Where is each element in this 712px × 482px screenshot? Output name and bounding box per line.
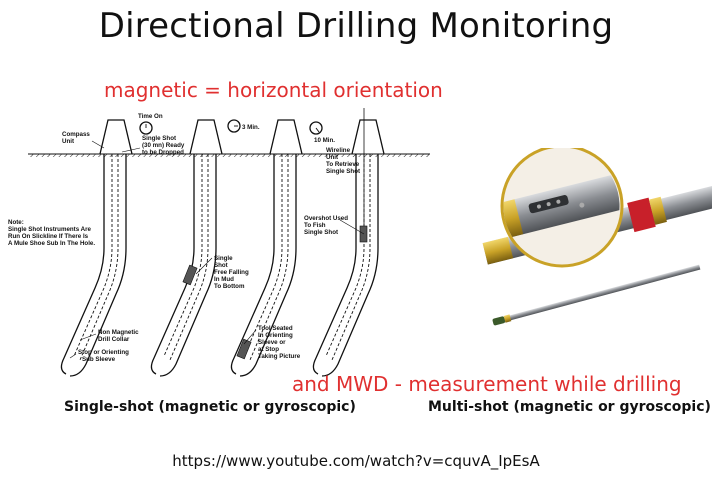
overshot-label-1: Overshot Used bbox=[304, 215, 348, 222]
multi-shot-caption: Multi-shot (magnetic or gyroscopic) bbox=[428, 399, 711, 415]
rig-1 bbox=[99, 119, 133, 155]
free-falling-label-3: Free Falling bbox=[214, 269, 249, 276]
time-on-label: Time On bbox=[138, 113, 163, 120]
compass-unit-label-2: Unit bbox=[62, 138, 74, 145]
single-shot-caption: Single-shot (magnetic or gyroscopic) bbox=[64, 399, 356, 415]
free-falling-label-1: Single bbox=[214, 255, 233, 262]
probe-shaft bbox=[500, 264, 701, 323]
clock-icon-3-min bbox=[227, 119, 241, 133]
clock-icon-time-on bbox=[139, 121, 153, 135]
tool-seated-label-4: at Stop bbox=[258, 346, 279, 353]
single-shot-ready-3: to be Dropped bbox=[142, 149, 184, 156]
video-link[interactable]: https://www.youtube.com/watch?v=cquvA_Ip… bbox=[172, 452, 540, 470]
overshot-label-3: Single Shot bbox=[304, 229, 338, 236]
tool-seated-label-1: Tool Seated bbox=[258, 325, 293, 332]
tool-seated-label-2: In Orienting bbox=[258, 332, 293, 339]
probe-tip bbox=[492, 316, 506, 326]
tool-seated-label-5: Taking Picture bbox=[258, 353, 301, 360]
non-magnetic-label-1: Non Magnetic bbox=[98, 329, 139, 336]
rig-3 bbox=[269, 119, 303, 155]
compass-unit-label-1: Compass bbox=[62, 131, 90, 138]
non-magnetic-label-2: Drill Collar bbox=[98, 336, 130, 343]
tool-seated-label-3: Sleeve or bbox=[258, 339, 286, 346]
free-falling-label-4: In Mud bbox=[214, 276, 234, 283]
multi-shot-tool-photo bbox=[482, 148, 712, 326]
stop-sleeve-label-1: Stop or Orienting bbox=[78, 349, 129, 356]
clock-icon-10-min bbox=[309, 121, 323, 135]
single-shot-ready-2: (30 mn) Ready bbox=[142, 142, 185, 149]
brass-collar bbox=[482, 236, 514, 265]
single-shot-ready-1: Single Shot bbox=[142, 135, 176, 142]
wireline-unit-1: Wireline bbox=[326, 147, 351, 154]
single-shot-wellbore-diagram: Time On 3 Min. 10 Min. Compass Unit Sing… bbox=[8, 108, 430, 377]
free-falling-tool bbox=[182, 264, 198, 286]
note-label-3: Run On Slickline If There Is bbox=[8, 233, 89, 240]
wireline-unit-4: Single Shot bbox=[326, 168, 360, 175]
slide-title: Directional Drilling Monitoring bbox=[98, 6, 614, 46]
free-falling-label-2: Shot bbox=[214, 262, 228, 269]
three-min-label: 3 Min. bbox=[242, 124, 260, 131]
seated-tool bbox=[236, 338, 252, 360]
free-falling-label-5: To Bottom bbox=[214, 283, 245, 290]
rig-4 bbox=[351, 119, 385, 155]
rig-2 bbox=[189, 119, 223, 155]
note-label-1: Note: bbox=[8, 219, 24, 226]
note-label-4: A Mule Shoe Sub In The Hole. bbox=[8, 240, 95, 247]
red-collar bbox=[627, 197, 656, 233]
wireline-unit-2: Unit bbox=[326, 154, 338, 161]
note-label-2: Single Shot Instruments Are bbox=[8, 226, 92, 233]
stop-sleeve-label-2: Sub Sleeve bbox=[82, 356, 116, 363]
ten-min-label: 10 Min. bbox=[314, 137, 335, 144]
mwd-note: and MWD - measurement while drilling bbox=[292, 372, 682, 396]
overshot-label-2: To Fish bbox=[304, 222, 326, 229]
wireline-unit-3: To Retrieve bbox=[326, 161, 360, 168]
magnetic-orientation-note: magnetic = horizontal orientation bbox=[104, 78, 443, 102]
